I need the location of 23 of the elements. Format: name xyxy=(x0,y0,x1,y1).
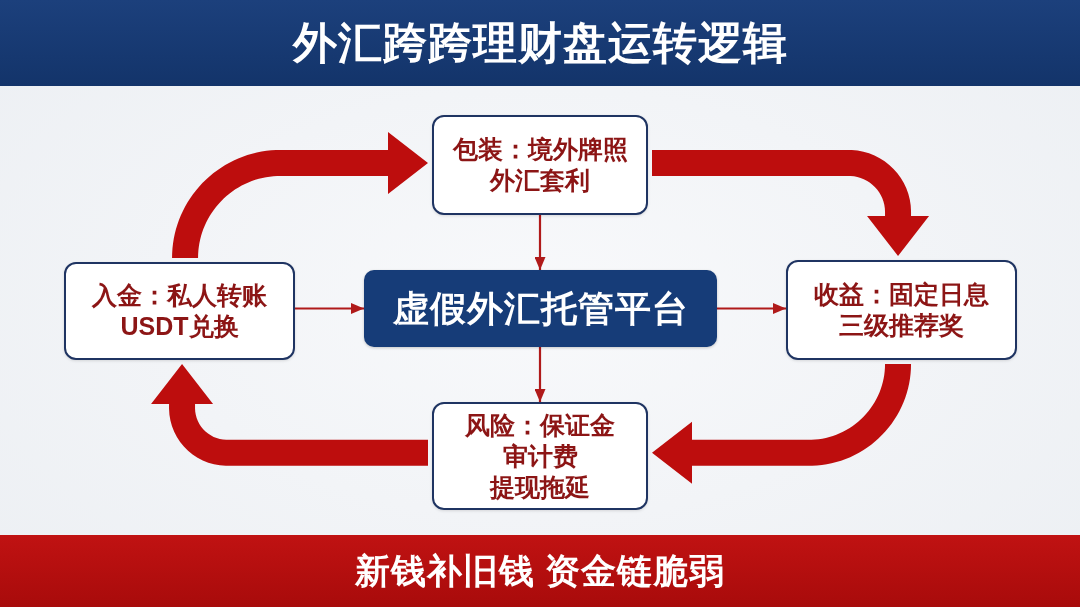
process-box xyxy=(786,260,1017,360)
caption: 新钱补旧钱 资金链脆弱 xyxy=(354,549,726,592)
box-text: 收益：固定日息 xyxy=(814,279,989,310)
arrow xyxy=(534,347,546,402)
curved-arrow xyxy=(652,363,912,484)
platform-box xyxy=(364,270,717,347)
platform-label: 虚假外汇托管平台 xyxy=(392,286,689,331)
arrow xyxy=(534,215,546,270)
box-text: 入金：私人转账 xyxy=(92,280,267,311)
arrow xyxy=(717,303,786,314)
process-box xyxy=(432,402,648,510)
arrow xyxy=(295,303,364,314)
box-text: USDT兑换 xyxy=(120,311,239,342)
curved-arrow xyxy=(172,132,428,259)
process-box xyxy=(64,262,295,360)
box-text: 提现拖延 xyxy=(490,471,590,503)
box-text: 审计费 xyxy=(502,440,578,472)
title: 外汇跨跨理财盘运转逻辑 xyxy=(292,16,788,69)
box-text: 包装：境外牌照 xyxy=(452,134,628,165)
box-text: 三级推荐奖 xyxy=(839,310,964,341)
process-box xyxy=(432,115,648,215)
box-text: 风险：保证金 xyxy=(465,409,615,441)
box-text: 外汇套利 xyxy=(490,165,590,196)
